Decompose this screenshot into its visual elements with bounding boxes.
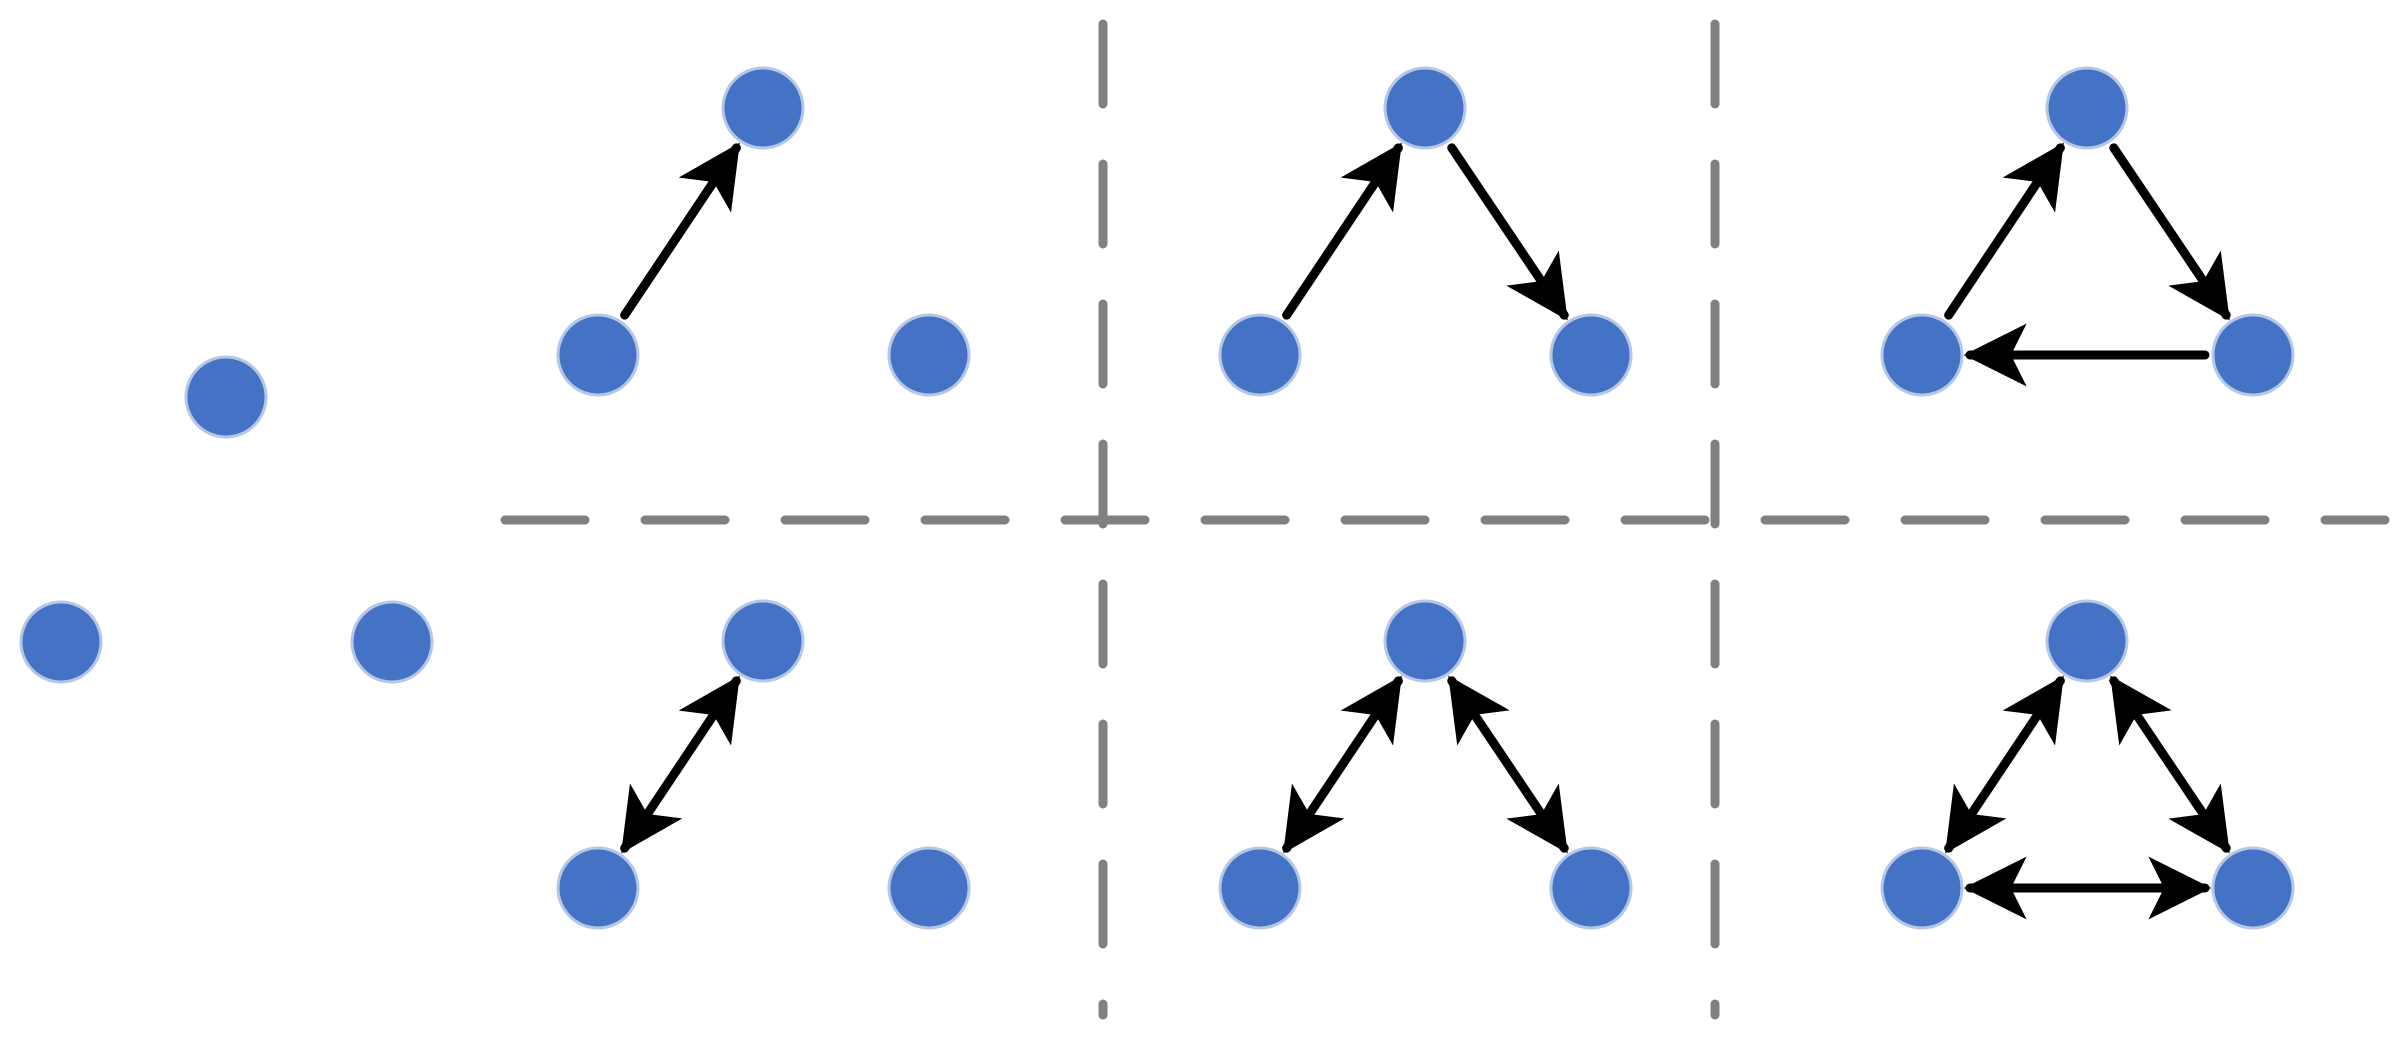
node-bottom-left — [19, 600, 103, 684]
edge-bottom-left-to-top — [1944, 142, 2065, 320]
node-bottom-left — [1218, 846, 1302, 930]
edge-top-to-bottom-right — [2109, 143, 2231, 321]
node-top — [1383, 599, 1467, 683]
node-bottom-left — [1880, 846, 1964, 930]
node-bottom-right — [1549, 313, 1633, 397]
motif-directed-cycle — [1880, 66, 2295, 397]
node-bottom-right — [887, 313, 971, 397]
motif-layer — [19, 66, 2295, 930]
edge-bottom-left-to-top — [1282, 142, 1403, 320]
node-top — [184, 355, 268, 439]
edge-top-to-bottom-right — [1447, 675, 1569, 854]
edge-top-to-bottom-right — [1447, 143, 1569, 321]
edge-bottom-left-to-top — [1282, 675, 1403, 854]
motif-mutual-two-path — [1218, 599, 1633, 930]
edge-top-to-bottom-right — [2109, 675, 2231, 854]
node-bottom-right — [350, 600, 434, 684]
motif-complete-mutual-triad — [1880, 599, 2295, 930]
edge-bottom-left-to-top — [1944, 675, 2065, 854]
node-bottom-left — [1880, 313, 1964, 397]
node-bottom-right — [2211, 313, 2295, 397]
node-bottom-left — [556, 313, 640, 397]
motif-single-mutual-edge — [556, 599, 971, 930]
edge-bottom-left-to-top — [620, 142, 741, 320]
motif-unconnected-triad — [19, 355, 434, 684]
node-top — [721, 66, 805, 150]
node-bottom-left — [556, 846, 640, 930]
node-top — [2045, 599, 2129, 683]
node-bottom-right — [887, 846, 971, 930]
node-top — [2045, 66, 2129, 150]
node-top — [1383, 66, 1467, 150]
node-bottom-right — [2211, 846, 2295, 930]
node-bottom-left — [1218, 313, 1302, 397]
grid-dividers — [500, 19, 2390, 1020]
node-bottom-right — [1549, 846, 1633, 930]
motif-single-directed-edge — [556, 66, 971, 397]
edge-bottom-left-to-top — [620, 675, 741, 854]
motif-directed-two-path — [1218, 66, 1633, 397]
node-top — [721, 599, 805, 683]
